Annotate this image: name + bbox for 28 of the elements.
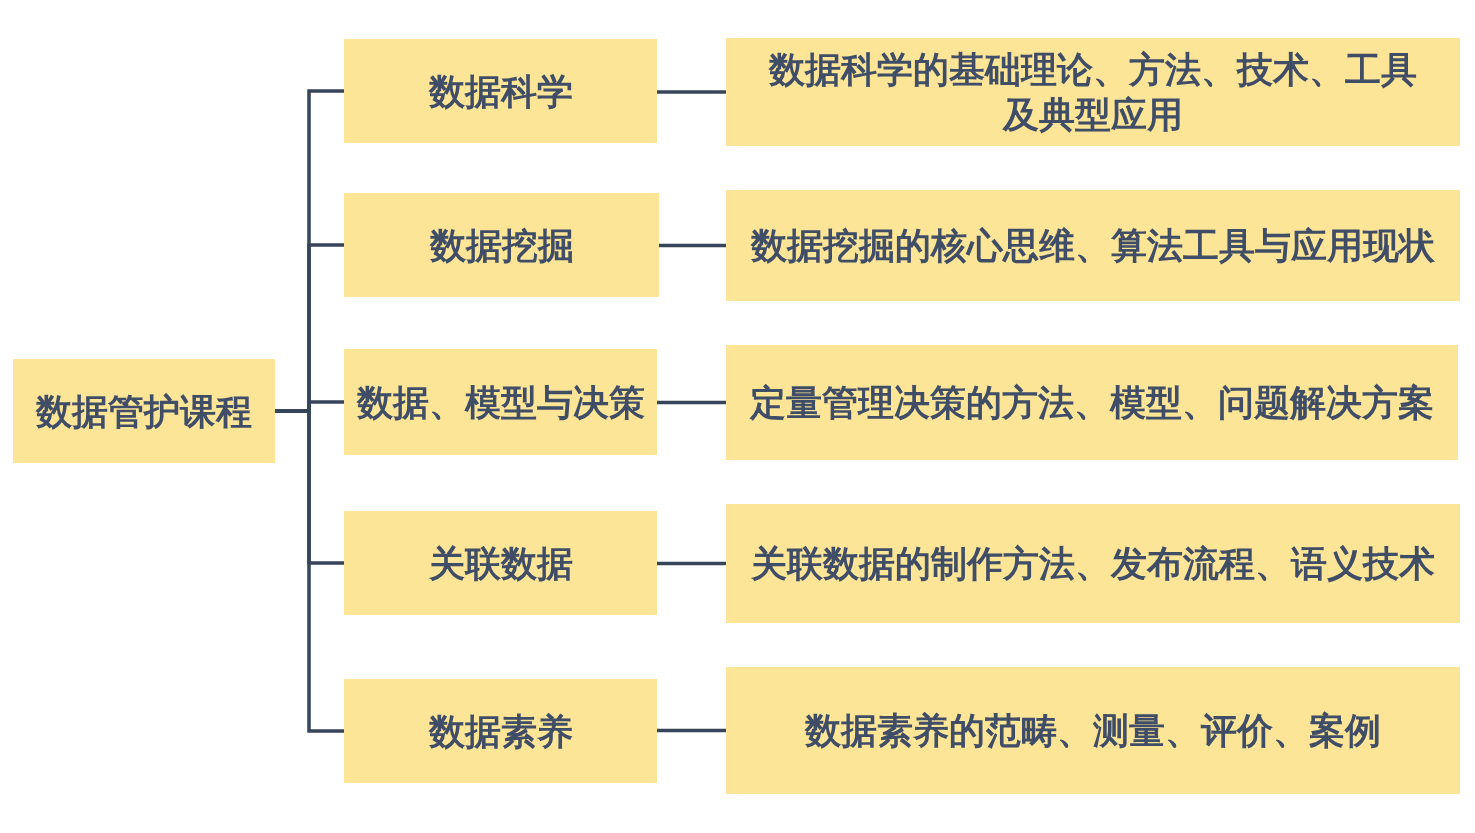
- topic-text: 关联数据: [428, 540, 573, 586]
- topic-text: 数据素养的范畴、测量、评价、案例: [805, 708, 1381, 753]
- connector-line: [657, 728, 726, 733]
- connector-line: [657, 561, 726, 566]
- topic-box: [344, 349, 657, 455]
- topic-box: [344, 679, 657, 783]
- topic-text: 定量管理决策的方法、模型、问题解决方案: [750, 380, 1434, 425]
- root-topic-box: [13, 359, 275, 463]
- topic-box: [726, 345, 1458, 460]
- topic-text: 数据挖掘: [429, 222, 574, 268]
- topic-box: [726, 667, 1460, 794]
- topic-box: [726, 38, 1460, 146]
- topic-text: 数据科学: [428, 68, 573, 114]
- topic-box: [344, 39, 657, 143]
- connector-line: [659, 243, 726, 248]
- topic-text: 数据挖掘的核心思维、算法工具与应用现状: [751, 223, 1435, 268]
- topic-text: 数据素养: [428, 708, 573, 754]
- connector-line: [657, 90, 726, 94]
- topic-text: 关联数据的制作方法、发布流程、语义技术: [751, 541, 1435, 586]
- topic-text: 数据管护课程: [36, 388, 252, 434]
- topic-box: [726, 504, 1460, 623]
- connector-line: [657, 400, 726, 405]
- topic-box: [726, 190, 1460, 301]
- topic-box: [344, 511, 657, 615]
- topic-text: 数据、模型与决策: [356, 379, 645, 425]
- connector-line: [275, 409, 344, 733]
- topic-text: 数据科学的基础理论、方法、技术、工具及典型应用: [767, 47, 1418, 137]
- topic-box: [344, 193, 659, 297]
